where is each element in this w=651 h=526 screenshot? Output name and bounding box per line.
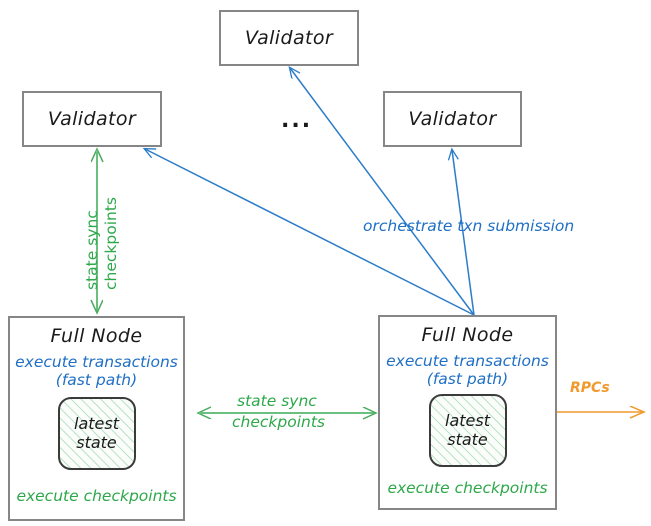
full-node-right-execute-transactions-line2: (fast path): [426, 370, 509, 389]
validator-right[interactable]: Validator: [383, 91, 522, 147]
label-validator-state-sync-line1: state sync: [83, 210, 101, 290]
full-node-right-latest-state[interactable]: latest state: [428, 393, 507, 467]
full-node-left-latest-state-line2: state: [76, 433, 117, 453]
validator-left[interactable]: Validator: [22, 91, 162, 147]
validator-ellipsis: ...: [281, 108, 313, 133]
label-rpcs: RPCs: [570, 380, 610, 396]
full-node-right-execute-transactions: execute transactions (fast path): [386, 352, 549, 389]
label-validator-state-sync: state sync checkpoints: [83, 197, 122, 290]
full-node-left[interactable]: Full Node execute transactions (fast pat…: [8, 316, 185, 521]
label-fullnode-state-sync-line2: checkpoints: [232, 413, 325, 431]
full-node-left-execute-checkpoints: execute checkpoints: [16, 486, 177, 505]
full-node-right[interactable]: Full Node execute transactions (fast pat…: [378, 315, 557, 510]
validator-top[interactable]: Validator: [219, 10, 359, 66]
full-node-left-latest-state[interactable]: latest state: [57, 396, 136, 470]
label-validator-state-sync-line2: checkpoints: [102, 197, 121, 290]
full-node-left-execute-transactions: execute transactions (fast path): [15, 353, 178, 390]
full-node-left-title: Full Node: [50, 325, 143, 347]
full-node-left-execute-transactions-line2: (fast path): [55, 371, 138, 390]
full-node-right-execute-transactions-line1: execute transactions: [386, 352, 549, 370]
label-fullnode-state-sync-line1: state sync: [237, 392, 317, 410]
full-node-right-title: Full Node: [421, 324, 514, 346]
label-orchestrate-txn-submission: orchestrate txn submission: [363, 217, 575, 235]
full-node-right-latest-state-line1: latest: [445, 410, 490, 430]
validator-top-label: Validator: [244, 27, 334, 49]
full-node-right-execute-checkpoints: execute checkpoints: [387, 478, 548, 497]
validator-left-label: Validator: [47, 108, 137, 130]
validator-right-label: Validator: [408, 108, 497, 130]
full-node-left-latest-state-line1: latest: [74, 413, 119, 433]
full-node-left-execute-transactions-line1: execute transactions: [15, 353, 178, 371]
full-node-right-latest-state-line2: state: [447, 430, 488, 450]
